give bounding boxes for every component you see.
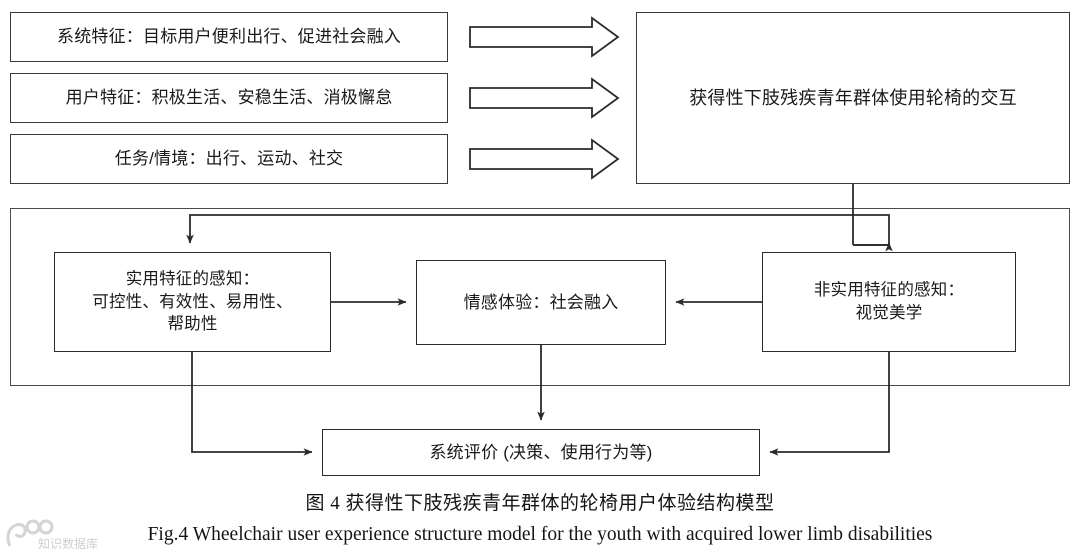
input-box-task-context[interactable]: 任务/情境：出行、运动、社交 <box>10 134 448 184</box>
block-arrow-system-to-interaction <box>469 16 620 58</box>
perception-group-container <box>10 208 1070 386</box>
input-box-system-features[interactable]: 系统特征：目标用户便利出行、促进社会融入 <box>10 12 448 62</box>
system-evaluation-box[interactable]: 系统评价 (决策、使用行为等) <box>322 429 760 476</box>
interaction-box[interactable]: 获得性下肢残疾青年群体使用轮椅的交互 <box>636 12 1070 184</box>
non-utilitarian-perception-box[interactable]: 非实用特征的感知： 视觉美学 <box>762 252 1016 352</box>
utilitarian-perception-box[interactable]: 实用特征的感知： 可控性、有效性、易用性、 帮助性 <box>54 252 331 352</box>
figure-caption-chinese: 图 4 获得性下肢残疾青年群体的轮椅用户体验结构模型 <box>305 493 775 514</box>
emotional-experience-box[interactable]: 情感体验：社会融入 <box>416 260 666 345</box>
input-box-user-features[interactable]: 用户特征：积极生活、安稳生活、消极懈怠 <box>10 73 448 123</box>
figure-caption-english: Fig.4 Wheelchair user experience structu… <box>147 524 933 545</box>
block-arrow-user-to-interaction <box>469 77 620 119</box>
block-arrow-task-to-interaction <box>469 138 620 180</box>
